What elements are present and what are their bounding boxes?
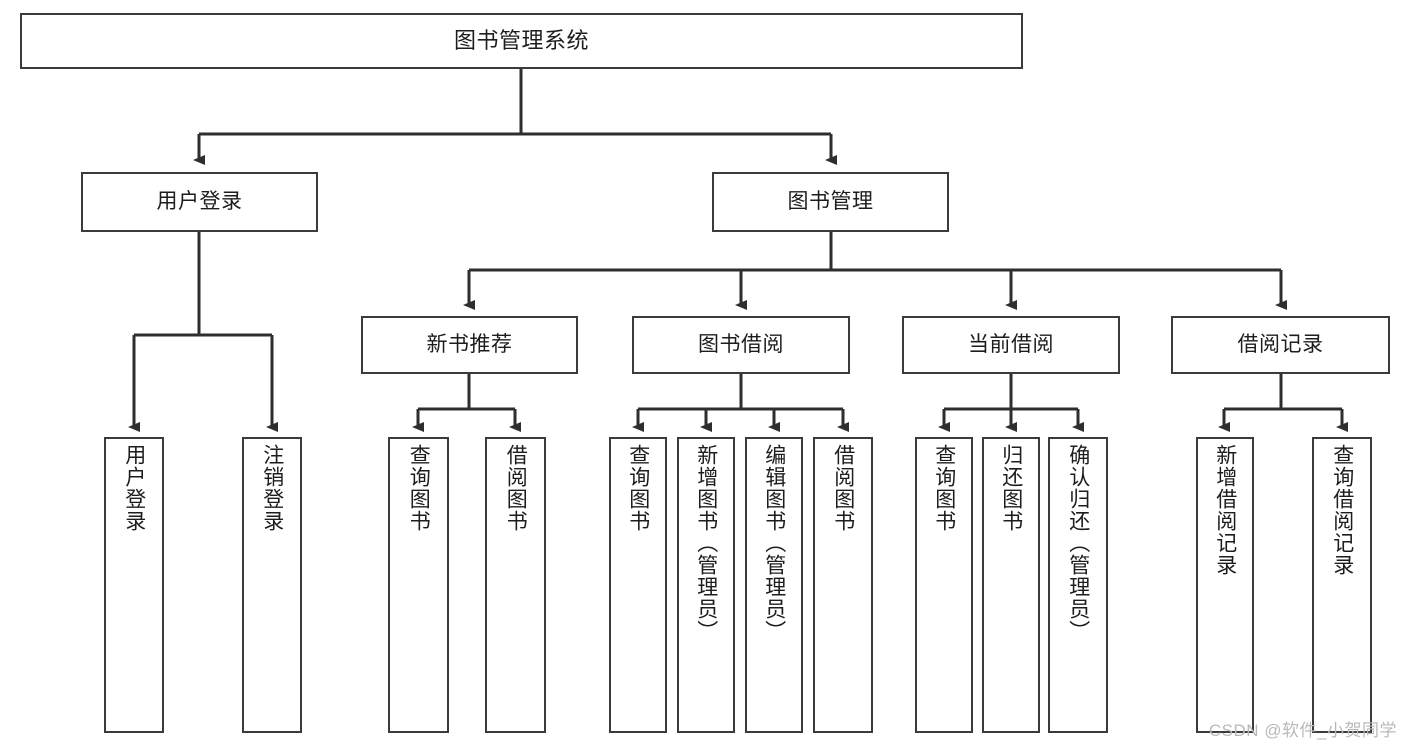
leaf-new-book-borrow[interactable]: 借阅图书 [485,437,546,733]
leaf-new-book-query[interactable]: 查询图书 [388,437,449,733]
leaf-book-borrow-query[interactable]: 查询图书 [609,437,667,733]
leaf-book-borrow-edit[interactable]: 编辑图书（管理员） [745,437,803,733]
leaf-user-login-signin[interactable]: 用户登录 [104,437,164,733]
node-label: 查询图书 [932,444,956,532]
node-user-login[interactable]: 用户登录 [81,172,318,232]
leaf-current-borrow-return[interactable]: 归还图书 [982,437,1040,733]
node-label: 图书管理 [787,189,874,213]
csdn-watermark: CSDN @软件_小贺同学 [1208,721,1397,740]
node-label: 借阅图书 [831,444,855,532]
node-label: 新增借阅记录 [1213,444,1237,576]
node-label: 查询图书 [407,444,431,532]
leaf-book-borrow-borrow[interactable]: 借阅图书 [813,437,873,733]
leaf-book-borrow-add[interactable]: 新增图书（管理员） [677,437,735,733]
node-label: 图书管理系统 [453,28,589,54]
node-current-borrow[interactable]: 当前借阅 [902,316,1120,374]
node-label: 用户登录 [156,189,243,213]
node-label: 借阅记录 [1237,332,1324,356]
node-label: 归还图书 [999,444,1023,532]
node-label: 图书借阅 [698,332,784,356]
node-label: 当前借阅 [968,332,1054,356]
leaf-current-borrow-query[interactable]: 查询图书 [915,437,973,733]
node-borrow-record[interactable]: 借阅记录 [1171,316,1390,374]
node-new-book-recommend[interactable]: 新书推荐 [361,316,578,374]
node-book-borrow[interactable]: 图书借阅 [632,316,850,374]
node-label: 用户登录 [122,444,146,532]
leaf-borrow-record-add[interactable]: 新增借阅记录 [1196,437,1254,733]
node-label: 编辑图书（管理员） [762,444,786,642]
node-label: 新书推荐 [426,332,513,356]
leaf-current-borrow-confirm-return[interactable]: 确认归还（管理员） [1048,437,1108,733]
node-label: 借阅图书 [504,444,528,532]
node-label: 新增图书（管理员） [694,444,718,642]
node-label: 注销登录 [260,444,284,532]
node-label: 确认归还（管理员） [1066,444,1090,642]
leaf-borrow-record-query[interactable]: 查询借阅记录 [1312,437,1372,733]
node-root-system[interactable]: 图书管理系统 [20,13,1023,69]
leaf-user-login-signout[interactable]: 注销登录 [242,437,302,733]
node-label: 查询图书 [626,444,650,532]
node-label: 查询借阅记录 [1330,444,1354,576]
node-book-management[interactable]: 图书管理 [712,172,949,232]
